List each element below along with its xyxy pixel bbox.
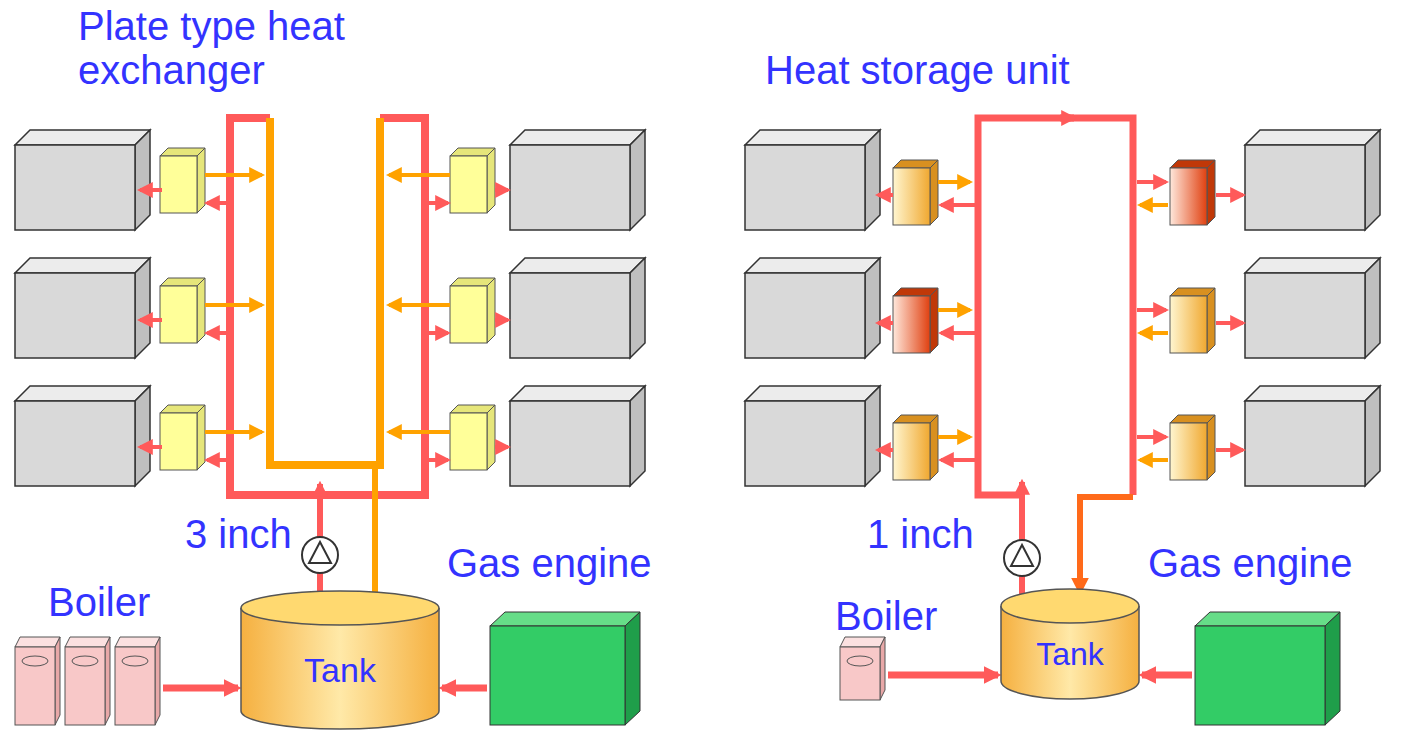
flow-arrow [389,173,450,177]
storage-tank: Tank [1000,588,1140,700]
room-block [15,386,150,486]
heat-flow-arrow [1142,672,1192,679]
flow-arrow [140,318,162,322]
room-block [1245,386,1380,486]
flow-arrow [1137,180,1166,184]
flow-arrow [1216,321,1243,325]
part-name: Plate type heat exchanger [78,4,438,92]
loop-pipe [978,118,1133,495]
flow-arrow [941,203,975,207]
node-heading: Boiler [835,595,937,637]
flow-arrow [425,201,448,205]
flow-arrow [941,458,975,462]
heat-storage-unit [1170,288,1215,353]
room-block [745,386,880,486]
heat-storage-unit [893,288,938,353]
flow-arrow [878,448,893,452]
room-block [15,258,150,358]
flow-arrow [1140,203,1168,207]
boiler-unit-shape [840,637,885,700]
flow-arrow [207,458,230,462]
node-heading: Boiler [48,581,150,623]
flow-arrow [389,303,450,307]
flow-arrow [140,188,162,192]
flow-arrow [1216,448,1243,452]
storage-tank: Tank [240,590,440,730]
flow-arrow [1140,458,1168,462]
plate-heat-exchanger [450,148,495,213]
gas-engine-shape [1195,612,1340,725]
flow-arrow [941,331,975,335]
part-name: Heat storage unit [765,48,1070,92]
repeated-units [15,130,1380,486]
pump-symbol [1011,545,1033,566]
gas-engine: Gas engine [490,612,640,725]
flow-arrow [140,445,162,449]
plate-heat-exchanger [160,405,205,470]
flow-arrow [938,180,970,184]
plate-heat-exchanger [160,278,205,343]
pipe-size: 3 inch [185,512,292,556]
flow-arrow [205,303,262,307]
boiler-unit-shape [15,637,160,725]
flow-arrow [1137,435,1166,439]
flow-arrow [1137,308,1166,312]
flow-arrow [425,458,448,462]
room-block [510,258,645,358]
pump-symbol [1004,540,1040,576]
flow-arrow [425,331,448,335]
gas-engine-shape [490,612,640,725]
flow-arrow [389,430,450,434]
flow-arrow [495,445,508,449]
flow-arrow [1216,193,1243,197]
flow-arrow [205,173,262,177]
flow-arrow [938,435,970,439]
flow-arrow [1060,115,1074,122]
pipe-size: 1 inch [867,512,974,556]
boiler-unit: Boiler [15,637,160,725]
heat-flow-arrow [888,672,998,679]
pump-symbol [302,537,338,573]
gas-engine: Gas engine [1195,612,1340,725]
heat-storage-unit [1170,160,1215,225]
heat-storage-unit [893,415,938,480]
heat-flow-arrow [442,685,487,692]
heat-storage-unit [893,160,938,225]
flow-arrow [878,321,893,325]
room-block [15,130,150,230]
flow-arrow [878,193,893,197]
return-pipe [270,118,380,465]
flow-arrow [1140,331,1168,335]
pump-symbol [309,542,331,563]
heat-flow-arrow [163,685,238,692]
plate-heat-exchanger [450,278,495,343]
flow-arrow [495,318,508,322]
room-block [510,130,645,230]
return-arrow [1080,497,1133,592]
plate-heat-exchanger [160,148,205,213]
flow-arrow [207,201,230,205]
room-block [1245,258,1380,358]
node-label: Tank [304,631,376,689]
node-label: Tank [1036,616,1104,672]
heat-storage-unit [1170,415,1215,480]
room-block [745,258,880,358]
flow-arrow [495,188,508,192]
node-heading: Gas engine [447,542,652,584]
room-block [745,130,880,230]
boiler-unit: Boiler [840,637,885,700]
flow-arrow [205,430,262,434]
room-block [1245,130,1380,230]
flow-arrow [938,308,970,312]
plate-heat-exchanger [450,405,495,470]
return-arrow [372,465,378,606]
node-heading: Gas engine [1148,542,1353,584]
room-block [510,386,645,486]
flow-arrow [207,331,230,335]
